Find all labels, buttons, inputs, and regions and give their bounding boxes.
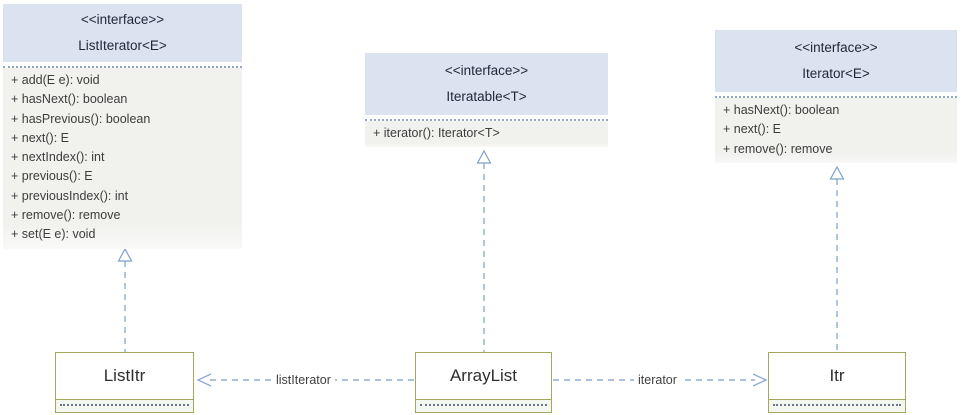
interface-name: Iteratable<T> [446,89,527,104]
interface-iteratable: <<interface>> Iteratable<T> + iterator()… [365,53,608,148]
stereotype-label: <<interface>> [444,63,529,78]
interface-iterator-header: <<interface>> Iterator<E> [715,30,957,92]
method-item: + set(E e): void [11,227,96,242]
class-arraylist: ArrayList [415,352,552,413]
class-listitr: ListItr [55,352,194,413]
stereotype-label: <<interface>> [794,40,878,55]
method-item: + hasNext(): boolean [11,92,128,107]
class-itr-footer [769,399,905,412]
method-item: + previousIndex(): int [11,188,129,203]
method-item: + nextIndex(): int [11,150,105,165]
empty-compartment-line [60,404,189,406]
empty-compartment-line [420,404,547,406]
dependency-arrowhead-iterator [752,373,768,387]
interface-iteratable-header: <<interface>> Iteratable<T> [365,53,608,115]
class-name: Itr [829,366,845,385]
class-listitr-footer [56,399,193,412]
realization-arrowhead-listitr [117,247,133,262]
method-item: + iterator(): Iterator<T> [373,126,500,140]
class-name: ListItr [103,366,146,385]
class-itr: Itr [768,352,906,413]
interface-iterator: <<interface>> Iterator<E> + hasNext(): b… [715,30,957,163]
interface-name: ListIterator<E> [78,38,167,53]
class-arraylist-footer [416,399,551,412]
class-name: ArrayList [449,366,518,385]
edge-label-listiterator: listIterator [272,372,335,388]
interface-listiterator: <<interface>> ListIterator<E> + add(E e)… [3,4,242,249]
method-item: + next(): E [11,130,70,145]
interface-listiterator-methods: + add(E e): void + hasNext(): boolean + … [3,68,242,249]
method-item: + remove(): remove [11,208,121,223]
method-item: + previous(): E [11,169,93,184]
method-item: + hasNext(): boolean [723,103,840,117]
method-item: + remove(): remove [723,141,833,156]
stereotype-label: <<interface>> [80,12,165,27]
empty-compartment-line [773,404,901,406]
edge-label-iterator: iterator [634,372,681,388]
dependency-arrowhead-listiterator [196,373,212,387]
interface-iteratable-methods: + iterator(): Iterator<T> [365,121,608,148]
interface-name: Iterator<E> [802,66,870,81]
compartment-separator [365,119,608,121]
compartment-separator [715,96,957,98]
realization-arrowhead-itr [829,165,845,180]
interface-iterator-methods: + hasNext(): boolean + next(): E + remov… [715,98,957,163]
method-item: + add(E e): void [11,73,100,87]
compartment-separator [3,66,242,68]
interface-listiterator-header: <<interface>> ListIterator<E> [3,4,242,62]
realization-arrowhead-arraylist [476,149,492,164]
method-item: + hasPrevious(): boolean [11,111,151,126]
method-item: + next(): E [723,122,782,137]
